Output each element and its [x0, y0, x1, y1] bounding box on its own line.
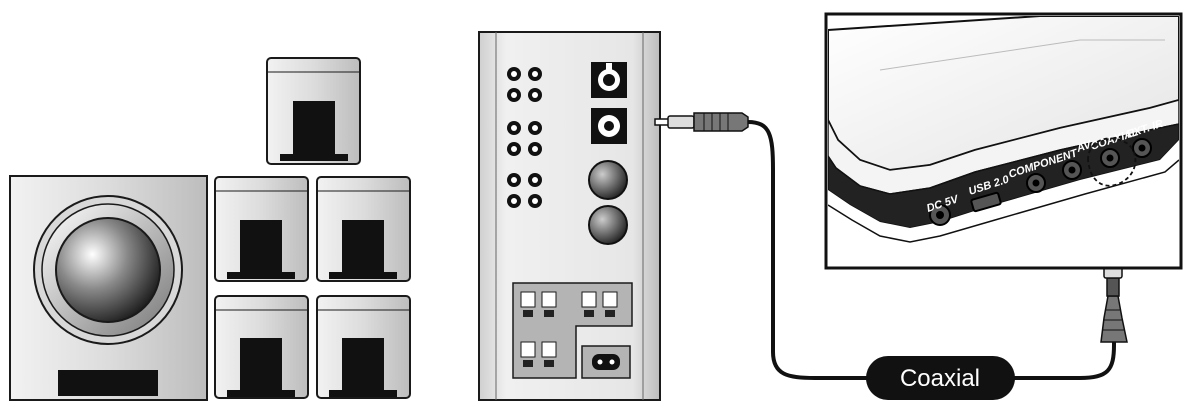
speaker-rear-left — [214, 295, 309, 399]
speaker-front-right — [316, 176, 411, 282]
amplifier-back-panel — [478, 31, 661, 401]
cable-label: Coaxial — [866, 356, 1015, 400]
coaxial-input-jack — [591, 108, 627, 144]
player-ports — [929, 138, 1152, 226]
tone-knob — [588, 205, 628, 245]
subwoofer — [9, 175, 208, 401]
speaker-center — [266, 57, 361, 165]
optical-input-jack — [591, 62, 627, 98]
player-detail-inset: DC 5V USB 2.0 COMPONENT AV COAXIAL EXT. … — [824, 12, 1183, 270]
speaker-front-left — [214, 176, 309, 282]
speaker-terminal-block — [512, 282, 633, 379]
rca-input-jacks — [507, 67, 542, 208]
coaxial-highlight — [1087, 137, 1137, 187]
coaxial-plug-left — [654, 112, 749, 132]
speaker-rear-right — [316, 295, 411, 399]
usb-port — [970, 191, 1002, 213]
volume-knob — [588, 160, 628, 200]
cable-label-text: Coaxial — [900, 365, 980, 392]
